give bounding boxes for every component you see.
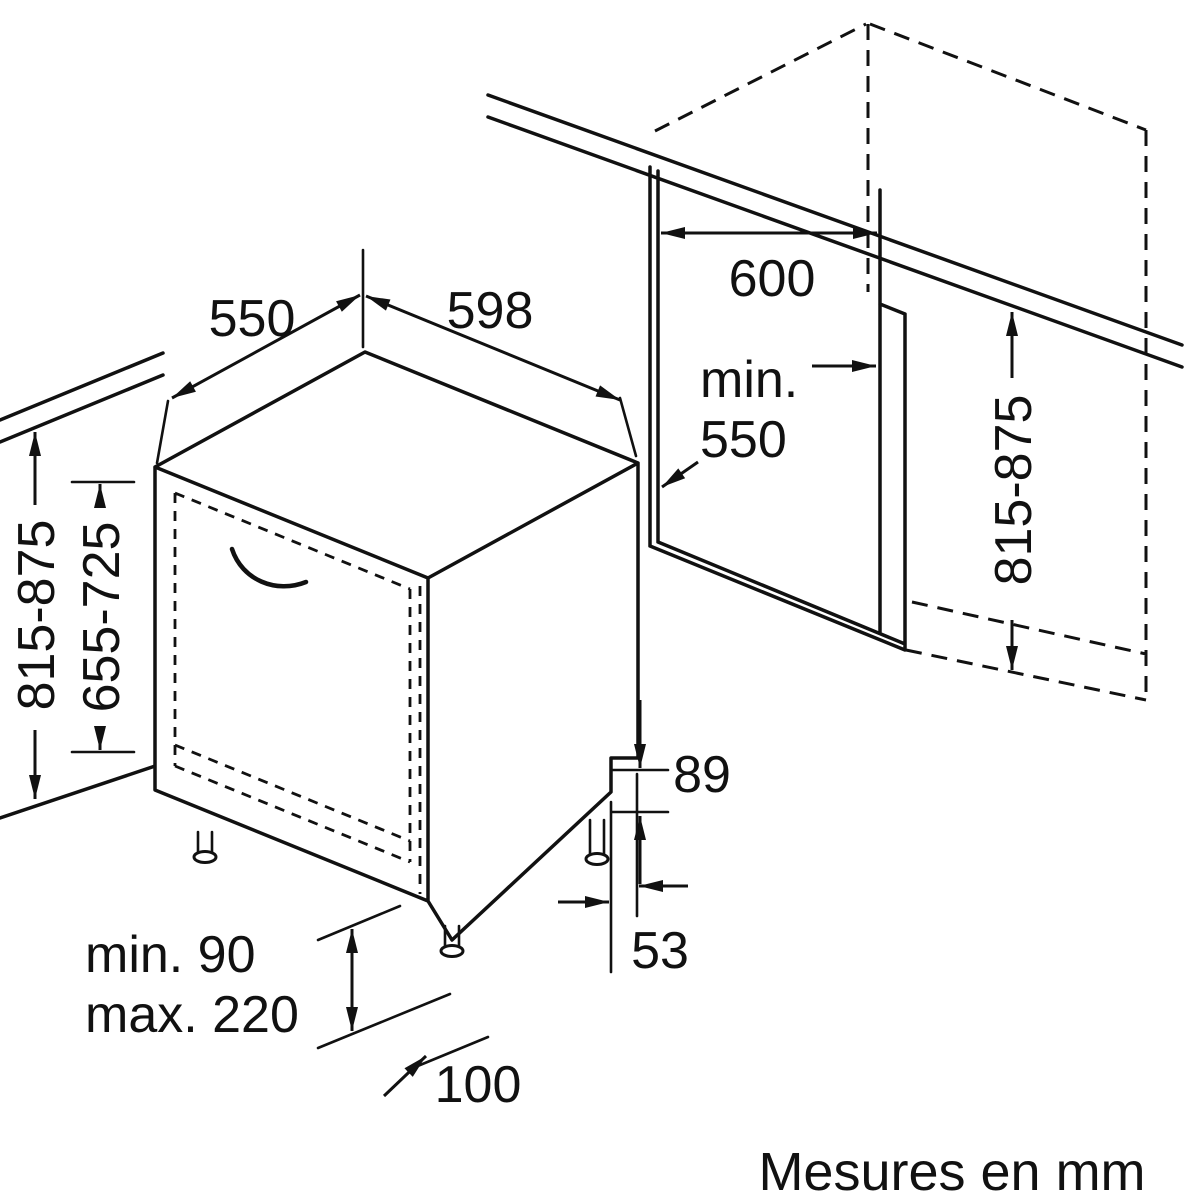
dim-label-foot-inset: 100 — [435, 1056, 522, 1114]
units-note: Mesures en mm — [758, 1142, 1145, 1200]
dim-label-width: 598 — [447, 282, 534, 340]
dim-niche-depth: min. 550 — [661, 351, 876, 489]
dim-label-plinth-min: min. 90 — [85, 926, 256, 984]
dim-width: 598 — [365, 282, 638, 458]
foot-front — [439, 944, 465, 958]
dim-recess-height: 89 — [610, 700, 731, 884]
dim-recess-depth: 53 — [558, 772, 689, 980]
niche-walls — [648, 165, 907, 652]
dim-foot-inset: 100 — [382, 1035, 522, 1114]
dim-niche-height: 815-875 — [985, 312, 1043, 670]
countertop-lines — [0, 93, 1184, 444]
dim-label-top-depth: 550 — [209, 290, 296, 348]
dim-label-niche-depth-value: 550 — [700, 411, 787, 469]
dim-label-niche-width: 600 — [729, 250, 816, 308]
dim-label-niche-height: 815-875 — [985, 395, 1043, 586]
feet-stems — [196, 818, 606, 948]
dim-label-recess-depth: 53 — [631, 922, 689, 980]
dim-label-appliance-height: 815-875 — [8, 520, 66, 711]
dim-label-door-height: 655-725 — [73, 522, 131, 713]
dim-top-depth: 550 — [155, 248, 365, 465]
dim-label-recess-height: 89 — [673, 746, 731, 804]
foot-right — [584, 852, 610, 866]
dim-plinth-adjustment: min. 90 max. 220 — [85, 904, 452, 1050]
door-handle — [229, 546, 309, 589]
dim-door-height: 655-725 — [70, 480, 136, 754]
dim-label-plinth-max: max. 220 — [85, 986, 299, 1044]
dishwasher-silhouette — [155, 352, 638, 940]
dim-appliance-height: 815-875 — [8, 432, 66, 799]
dishwasher-door-dashed — [173, 491, 422, 894]
dim-label-niche-depth-min: min. — [700, 351, 798, 409]
dim-niche-width: 600 — [661, 227, 877, 308]
niche-cabinet-dashed-outline — [654, 22, 1148, 702]
foot-left — [192, 850, 218, 864]
